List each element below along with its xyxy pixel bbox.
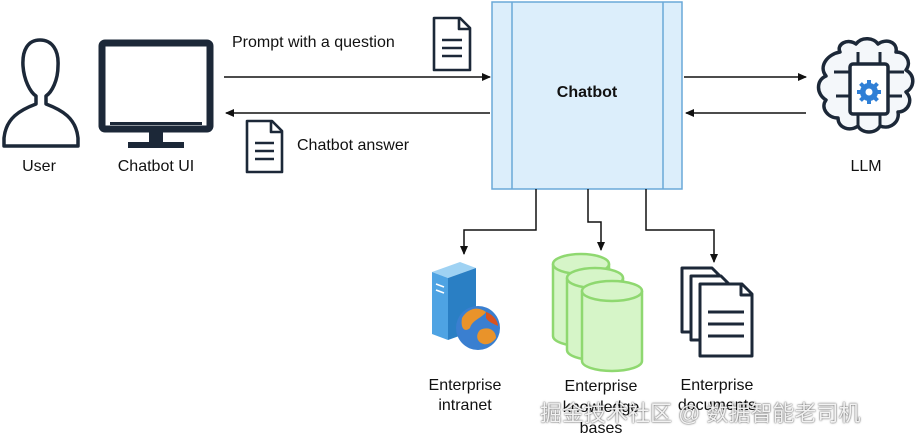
user-label: User <box>22 158 56 175</box>
answer-label: Chatbot answer <box>297 137 410 154</box>
brain-chip-icon <box>816 37 915 134</box>
monitor-icon <box>98 39 214 148</box>
knowledge-bases-label: Enterprise knowledge bases <box>562 378 640 437</box>
watermark-text: 掘金技术社区 @ 数据智能老司机 <box>540 401 861 426</box>
prompt-label: Prompt with a question <box>232 34 395 51</box>
document-icon <box>432 16 472 72</box>
intranet-label: Enterprise intranet <box>428 377 502 414</box>
llm-label: LLM <box>850 158 882 175</box>
chatbot-to-knowledge-arrow <box>587 189 605 251</box>
database-icon <box>551 252 644 373</box>
chatbot-ui-label: Chatbot UI <box>117 158 195 175</box>
document-icon <box>245 119 284 174</box>
user-icon <box>2 38 80 148</box>
chatbot-to-documents-arrow <box>645 189 718 263</box>
documents-label: Enterprise documents <box>677 377 757 414</box>
server-globe-icon <box>432 262 500 350</box>
documents-stack-icon <box>680 266 754 358</box>
chatbot-to-intranet-arrow <box>460 189 537 255</box>
chatbot-label: Chatbot <box>556 84 618 101</box>
chatbot-box <box>491 1 683 190</box>
